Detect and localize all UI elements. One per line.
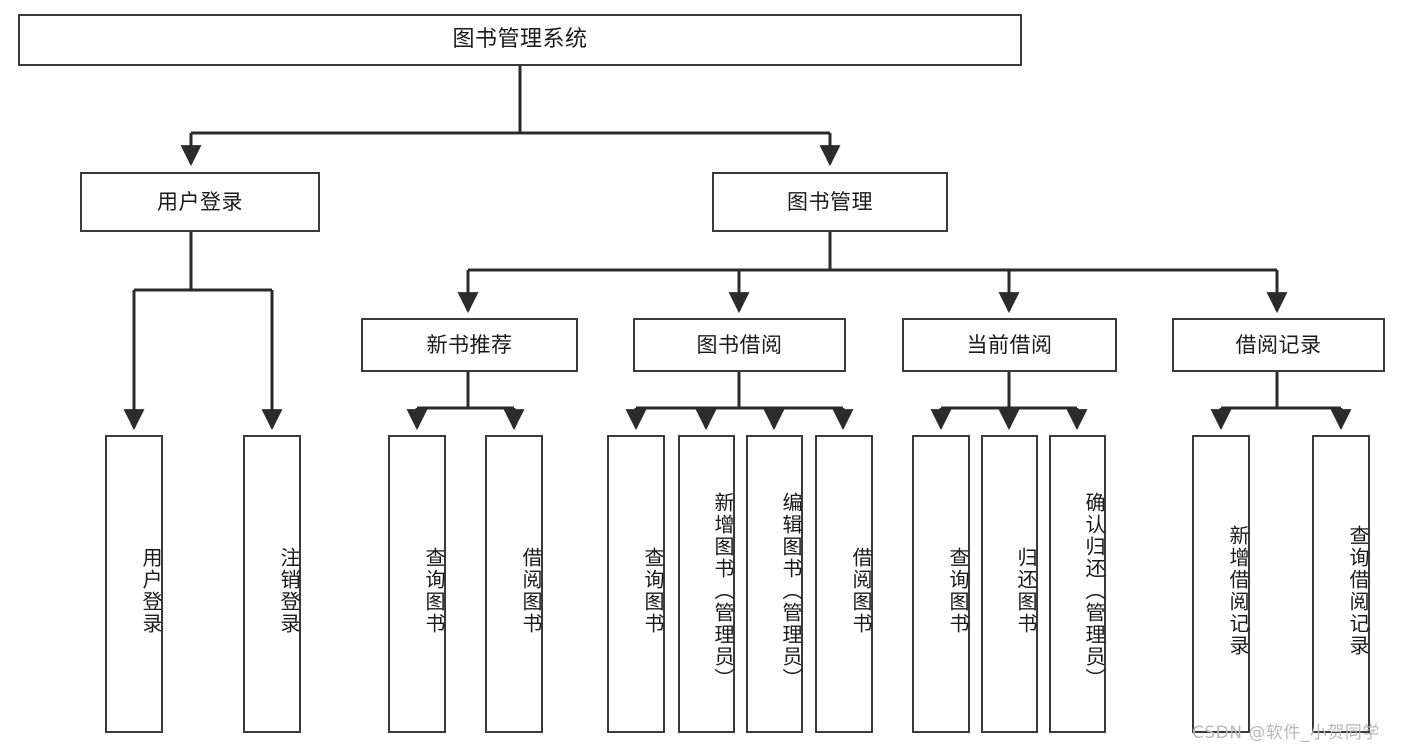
leaf-query-book-current[interactable]: 查询图书 bbox=[912, 435, 970, 733]
node-book-management[interactable]: 图书管理 bbox=[712, 172, 948, 232]
node-root-system[interactable]: 图书管理系统 bbox=[18, 14, 1022, 66]
leaf-borrow-book-borrow[interactable]: 借阅图书 bbox=[815, 435, 873, 733]
leaf-query-book-recommend[interactable]: 查询图书 bbox=[388, 435, 446, 733]
leaf-add-book[interactable]: 新增图书（管理员） bbox=[678, 435, 735, 733]
leaf-add-borrow-record[interactable]: 新增借阅记录 bbox=[1192, 435, 1250, 733]
leaf-edit-book[interactable]: 编辑图书（管理员） bbox=[746, 435, 803, 733]
leaf-user-login[interactable]: 用户登录 bbox=[105, 435, 163, 733]
node-new-book-recommend[interactable]: 新书推荐 bbox=[361, 318, 578, 372]
node-borrow-record[interactable]: 借阅记录 bbox=[1172, 318, 1385, 372]
leaf-return-book[interactable]: 归还图书 bbox=[981, 435, 1038, 733]
leaf-query-borrow-record[interactable]: 查询借阅记录 bbox=[1312, 435, 1370, 733]
csdn-watermark: CSDN @软件_小贺同学 bbox=[1192, 723, 1380, 743]
leaf-query-book-borrow[interactable]: 查询图书 bbox=[607, 435, 665, 733]
node-book-borrow[interactable]: 图书借阅 bbox=[633, 318, 846, 372]
leaf-borrow-book-recommend[interactable]: 借阅图书 bbox=[485, 435, 543, 733]
node-current-borrow[interactable]: 当前借阅 bbox=[902, 318, 1117, 372]
leaf-logout-login[interactable]: 注销登录 bbox=[243, 435, 301, 733]
node-user-login[interactable]: 用户登录 bbox=[80, 172, 320, 232]
leaf-confirm-return[interactable]: 确认归还（管理员） bbox=[1049, 435, 1106, 733]
